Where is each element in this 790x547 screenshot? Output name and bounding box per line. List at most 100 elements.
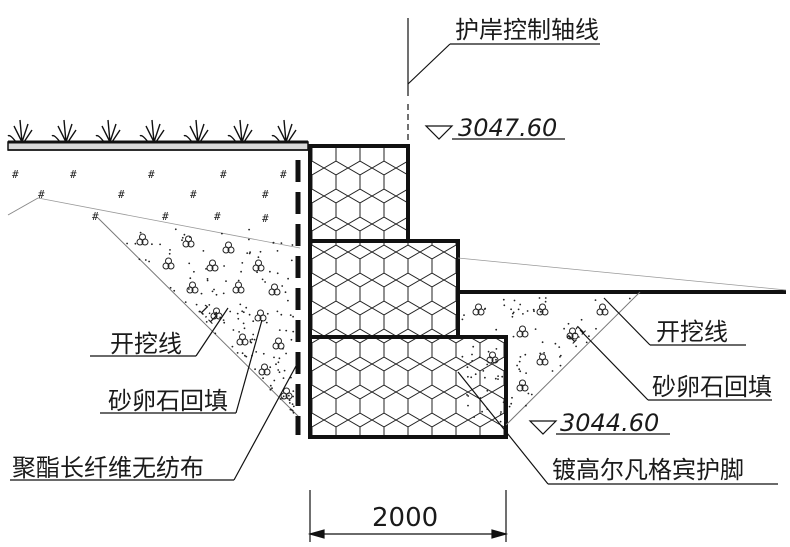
sand-dot — [241, 262, 244, 264]
sand-dot — [478, 356, 481, 359]
sand-dot — [239, 303, 242, 306]
sand-dot — [205, 321, 208, 323]
sand-dot — [236, 352, 239, 354]
sand-dot — [241, 352, 244, 355]
pebble-mark — [599, 303, 606, 311]
sand-dot — [237, 279, 240, 282]
sand-dot — [495, 328, 498, 331]
sand-dot — [214, 332, 217, 335]
sand-dot — [504, 420, 506, 422]
sand-dot — [503, 304, 506, 307]
sand-dot — [173, 289, 176, 292]
sand-dot — [254, 368, 256, 371]
sand-dot — [248, 252, 251, 255]
pebble-mark — [261, 363, 268, 371]
sand-dot — [282, 347, 284, 350]
sand-dot — [471, 353, 473, 356]
sand-dot — [292, 315, 294, 318]
sand-dot — [266, 312, 269, 315]
sand-dot — [539, 352, 542, 355]
sand-dot — [467, 375, 469, 378]
sand-dot — [474, 373, 477, 376]
pebble-mark — [539, 303, 546, 311]
sand-dot — [467, 395, 470, 397]
sand-dot — [231, 345, 234, 348]
soil-hatch-mark: # — [280, 168, 287, 181]
sand-dot — [241, 310, 244, 313]
sand-dot — [242, 322, 245, 325]
pebble-mark — [569, 327, 576, 335]
sand-dot — [281, 285, 284, 287]
grass-tuft-icon — [139, 119, 165, 143]
sand-dot — [238, 331, 241, 333]
sand-dot — [248, 313, 251, 316]
pebble-mark — [257, 309, 264, 317]
sand-dot — [470, 376, 473, 379]
sand-dot — [497, 375, 499, 377]
sand-dot — [181, 239, 183, 242]
sand-dot — [628, 297, 631, 300]
sand-dot — [269, 270, 271, 273]
sand-dot — [213, 288, 215, 291]
soil-hatch-mark: # — [214, 210, 221, 223]
backfill-label-right: 砂卵石回填 — [652, 373, 772, 401]
right-leaders — [457, 297, 778, 485]
sand-dot — [284, 291, 287, 294]
soil-hatch-mark: # — [12, 168, 19, 181]
sand-dot — [255, 351, 258, 353]
gabion-toe-label: 镀高尔凡格宾护脚 — [552, 456, 744, 484]
sand-dot — [482, 370, 485, 372]
sand-dot — [276, 272, 279, 275]
sand-dot — [205, 268, 207, 270]
sand-dot — [595, 327, 597, 330]
sand-dot — [522, 313, 524, 315]
gabion-toe-box — [308, 335, 508, 439]
sand-dot — [257, 256, 260, 259]
grass-tuft-icon — [227, 119, 253, 143]
backfill-label-left: 砂卵石回填 — [108, 387, 228, 415]
pebble-mark — [519, 325, 526, 333]
sand-dot — [139, 231, 142, 234]
sand-dot — [237, 317, 240, 320]
sand-dot — [487, 350, 490, 353]
sand-dot — [264, 281, 266, 283]
soil-hatch-mark: # — [70, 168, 77, 181]
pebble-mark — [275, 337, 282, 345]
sand-dot — [518, 368, 521, 371]
sand-dot — [278, 371, 281, 374]
sand-dot — [242, 311, 245, 314]
sand-dot — [287, 299, 289, 302]
sand-dot — [288, 402, 291, 404]
soil-hatch-mark: # — [190, 188, 197, 201]
sand-dot — [473, 416, 475, 418]
sand-dot — [248, 238, 250, 241]
sand-dot — [169, 249, 171, 251]
sand-dot — [221, 232, 223, 235]
gabion-top-box — [308, 144, 410, 243]
left-backfill-zone — [126, 228, 295, 414]
sand-dot — [222, 292, 225, 295]
sand-dot — [585, 341, 588, 344]
bottom-elevation-value: 3044.60 — [560, 409, 659, 437]
sand-dot — [513, 299, 516, 302]
sand-dot — [259, 250, 262, 253]
sand-dot — [530, 393, 533, 396]
sand-dot — [282, 377, 285, 379]
ground-surface — [7, 140, 309, 151]
original-soil-layer: ############# — [12, 168, 287, 225]
sand-dot — [511, 315, 514, 318]
sand-dot — [126, 242, 128, 245]
sand-dot — [222, 319, 225, 321]
sand-dot — [273, 379, 276, 382]
sand-dot — [495, 358, 497, 361]
sand-dot — [512, 311, 515, 314]
riverbed-surface — [457, 257, 787, 294]
excavation-line-label-right: 开挖线 — [656, 318, 728, 346]
sand-dot — [151, 243, 153, 246]
sand-dot — [144, 259, 147, 261]
sand-dot — [225, 280, 227, 282]
sand-dot — [292, 390, 295, 392]
sand-dot — [544, 297, 547, 299]
sand-dot — [278, 329, 281, 331]
sand-dot — [280, 242, 283, 245]
